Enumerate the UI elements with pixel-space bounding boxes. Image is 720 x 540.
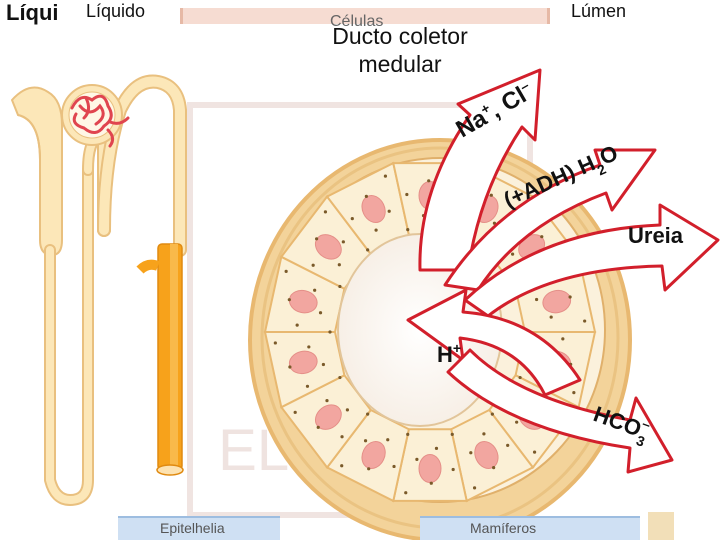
cell-granule <box>315 237 319 241</box>
diagram-title: Ducto coletor medular <box>314 22 486 78</box>
cell-granule <box>490 412 494 416</box>
cell-granule <box>561 337 565 341</box>
cell-granule <box>345 408 349 412</box>
cell-granule <box>340 435 344 439</box>
cell-granule <box>386 438 390 442</box>
cell-granule <box>383 174 388 178</box>
collecting-duct <box>136 243 184 476</box>
cell-granule <box>387 209 391 213</box>
cell-granule <box>549 315 553 319</box>
arrow-hco3 <box>446 348 674 474</box>
cell-granule <box>406 432 410 436</box>
cell-granule <box>532 450 537 454</box>
cell-granule <box>451 467 455 472</box>
cell-granule <box>313 288 317 292</box>
cell-nucleus <box>314 404 342 430</box>
diagram-title-line1: Ducto coletor <box>332 23 468 49</box>
footer-box-right <box>420 516 640 540</box>
nephron <box>11 74 187 506</box>
cell-granule <box>341 240 345 244</box>
cell-granule <box>429 481 433 485</box>
cell-granule <box>392 464 396 469</box>
cell-granule <box>472 486 477 490</box>
cell-granule <box>316 425 320 429</box>
footer-label-right: Mamíferos <box>470 520 537 536</box>
cell-granule <box>374 228 378 232</box>
cell-granule <box>415 457 419 461</box>
cell-granule <box>323 210 328 214</box>
footer-label-left: Epitelhelia <box>160 520 225 536</box>
footer-box-left <box>118 516 280 540</box>
cell-granule <box>363 439 368 443</box>
cell-granule <box>307 345 311 349</box>
cell-granule <box>572 390 576 395</box>
cell-granule <box>427 179 431 183</box>
cell-granule <box>515 420 519 424</box>
cell-granule <box>350 217 354 221</box>
cell-granule <box>404 491 408 495</box>
cell-granule <box>492 466 496 470</box>
arrow-ureia <box>463 203 720 318</box>
header-label-center: Células <box>330 13 384 30</box>
cell-granule <box>328 330 332 334</box>
cell-granule <box>318 311 323 315</box>
cell-granule <box>288 365 292 369</box>
cell-granule <box>305 384 310 388</box>
cell-granule <box>367 467 371 471</box>
transport-arrows <box>406 68 720 474</box>
header-label-right: Lúmen <box>571 1 627 21</box>
cell-granule <box>482 432 486 436</box>
cell-nucleus <box>418 454 442 483</box>
header-label-left: Líquido <box>86 1 146 21</box>
cell-granule <box>469 451 473 455</box>
cell-granule <box>434 446 439 450</box>
cell-granule <box>273 341 277 345</box>
corner-tab <box>648 512 674 540</box>
cell-granule <box>583 319 587 323</box>
cell-granule <box>321 362 326 367</box>
arrow-na-cl <box>418 68 542 272</box>
cell-granule <box>287 298 291 302</box>
cell-granule <box>540 235 544 239</box>
diagram-title-line2: medular <box>358 51 442 77</box>
arrow-h2o <box>443 148 657 292</box>
cell-granule <box>364 194 368 198</box>
cell-granule <box>511 252 515 256</box>
cell-granule <box>293 410 297 414</box>
cell-granule <box>325 399 329 403</box>
cell-granule <box>338 284 342 289</box>
cell-granule <box>506 443 510 447</box>
cell-granule <box>405 192 409 197</box>
cell-granule <box>366 248 370 252</box>
cell-granule <box>518 375 522 380</box>
cell-granule <box>284 269 288 274</box>
cell-granule <box>311 263 315 267</box>
cell-granule <box>450 432 454 436</box>
cell-granule <box>340 464 344 468</box>
cell-granule <box>337 263 341 267</box>
cell-granule <box>338 375 342 380</box>
arrow-h-plus <box>406 288 582 397</box>
header-bar <box>180 8 550 24</box>
header-label-left-bold: Líqui <box>6 0 59 25</box>
glomerulus <box>70 94 130 148</box>
label-ureia: Ureia <box>628 223 684 248</box>
cell-granule <box>516 196 520 200</box>
cell-granule <box>534 297 539 302</box>
cell-granule <box>406 228 410 232</box>
label-h-plus: H+ <box>437 340 461 367</box>
cell-granule <box>366 412 370 416</box>
cell-granule <box>489 193 493 197</box>
cell-nucleus <box>361 440 386 469</box>
cell-granule <box>295 323 299 327</box>
cell-granule <box>568 295 572 299</box>
